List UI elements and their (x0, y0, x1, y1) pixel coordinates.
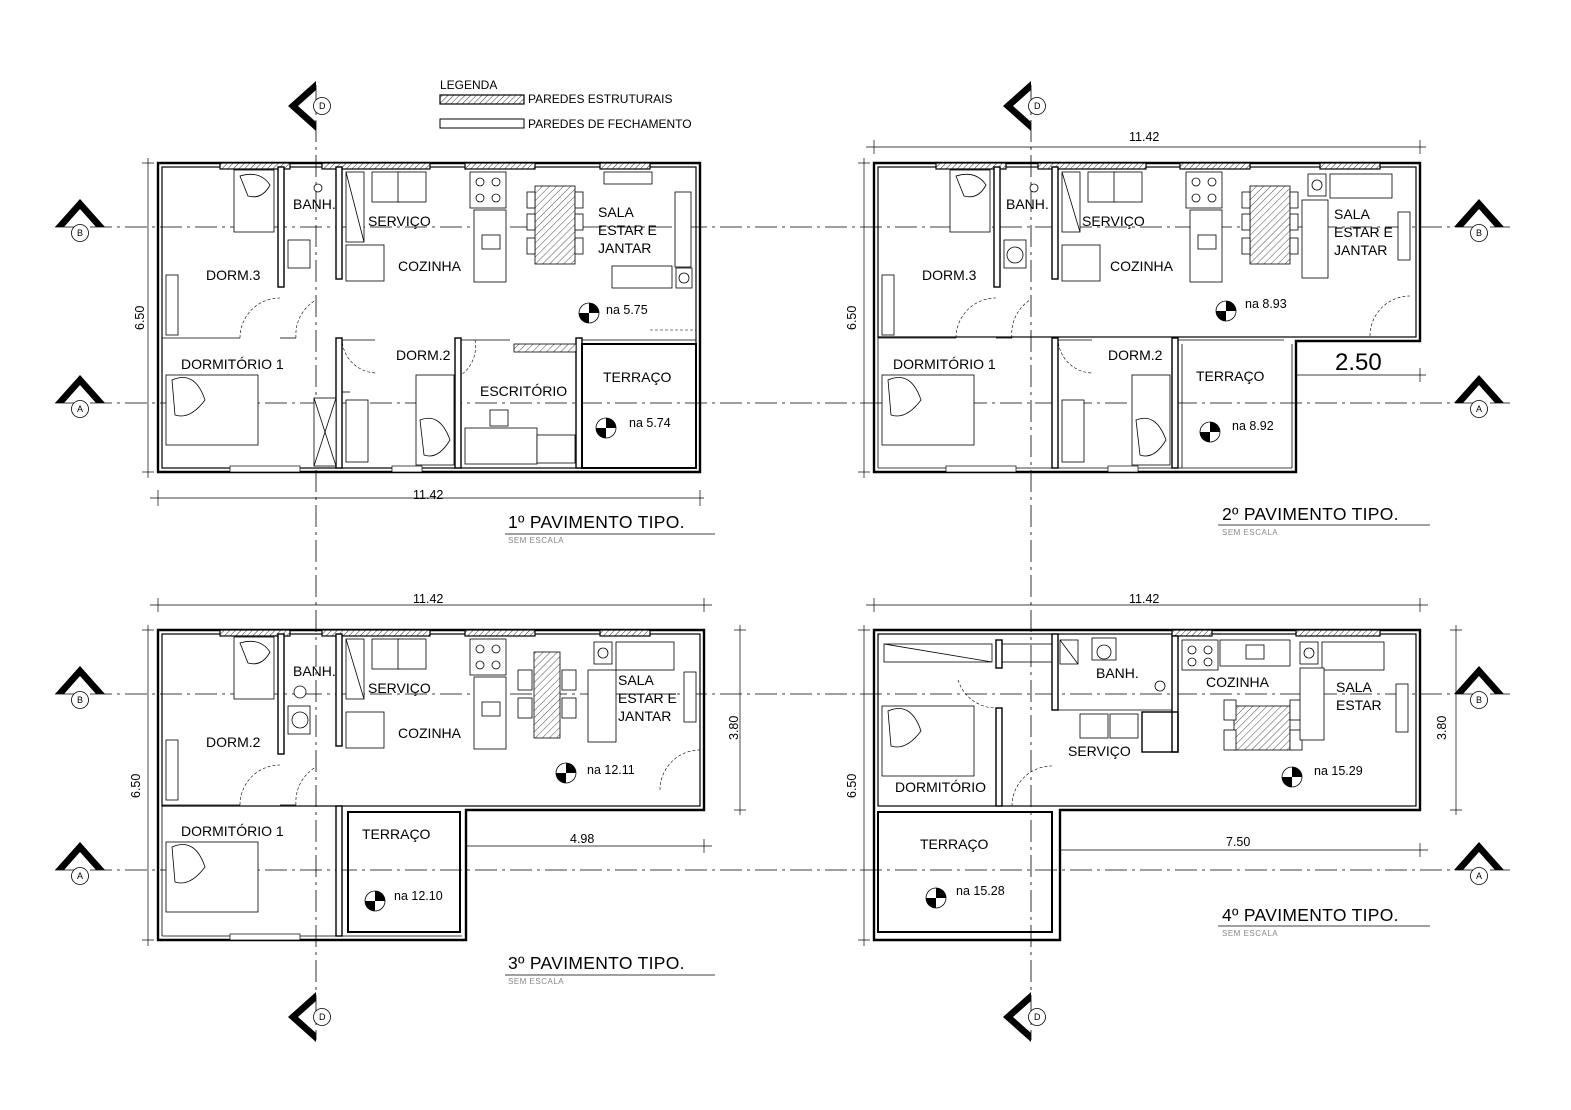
room-sala-line3: JANTAR (618, 708, 671, 724)
axis-d-label: D (319, 101, 326, 111)
axis-markers: B A B A B A B A D D D D (55, 81, 1504, 1042)
room-terraco: TERRAÇO (920, 836, 989, 852)
level-mark-sala (1215, 300, 1237, 322)
dim-width: 11.42 (1129, 592, 1159, 606)
room-dorm3: DORM.3 (206, 267, 261, 283)
level-terraco: na 15.28 (956, 884, 1005, 898)
plan-scale: SEM ESCALA (508, 536, 564, 545)
legend-closing-swatch (439, 118, 525, 129)
level-mark-sala (578, 302, 600, 324)
room-banh: BANH. (293, 663, 336, 679)
room-dormitorio: DORMITÓRIO (895, 779, 986, 795)
plan-scale: SEM ESCALA (508, 977, 564, 986)
axis-a-label: A (77, 871, 83, 881)
room-sala-line2: ESTAR (1336, 697, 1382, 713)
plan-scale: SEM ESCALA (1222, 929, 1278, 938)
dim-side: 3.80 (727, 716, 741, 740)
level-mark-terraco (1199, 421, 1221, 443)
level-mark-sala (555, 762, 577, 784)
room-dorm2: DORM.2 (1108, 347, 1163, 363)
level-mark-terraco (925, 887, 947, 909)
room-cozinha: COZINHA (1110, 258, 1174, 274)
plan-title: 2º PAVIMENTO TIPO. (1222, 504, 1399, 524)
dim-height: 6.50 (129, 774, 143, 798)
axis-d-label: D (1034, 1012, 1041, 1022)
dim-offset: 7.50 (1226, 835, 1250, 849)
dim-width: 11.42 (413, 592, 443, 606)
room-escritorio: ESCRITÓRIO (480, 383, 567, 399)
axis-d-label: D (319, 1012, 326, 1022)
level-terraco: na 12.10 (394, 889, 443, 903)
plan-2: DORM.3 BANH. SERVIÇO COZINHA SALA ESTAR … (845, 130, 1430, 537)
room-cozinha: COZINHA (1206, 674, 1270, 690)
room-dorm2: DORM.2 (396, 347, 451, 363)
axis-a-label: A (77, 404, 83, 414)
room-cozinha: COZINHA (398, 258, 462, 274)
room-cozinha: COZINHA (398, 725, 462, 741)
level-mark-terraco (595, 417, 617, 439)
axis-a-label: A (1476, 871, 1482, 881)
level-mark-terraco (364, 890, 386, 912)
room-sala-line1: SALA (598, 204, 634, 220)
plan-title: 3º PAVIMENTO TIPO. (508, 953, 685, 973)
room-servico: SERVIÇO (368, 680, 431, 696)
legend-structural-swatch (439, 94, 525, 105)
room-dormitorio1: DORMITÓRIO 1 (893, 356, 996, 372)
room-dorm2: DORM.2 (206, 734, 261, 750)
dim-width: 11.42 (413, 488, 443, 502)
room-terraco: TERRAÇO (362, 826, 431, 842)
plan-4: BANH. COZINHA SALA ESTAR DORMITÓRIO SERV… (845, 592, 1462, 946)
plan-1: DORM.3 BANH. SERVIÇO COZINHA SALA ESTAR … (133, 158, 715, 545)
room-sala-line2: ESTAR E (1334, 224, 1393, 240)
dim-offset: 4.98 (570, 832, 594, 846)
room-dormitorio1: DORMITÓRIO 1 (181, 823, 284, 839)
room-sala-line1: SALA (618, 672, 654, 688)
axis-b-label: B (1476, 228, 1482, 238)
level-terraco: na 5.74 (629, 416, 671, 430)
room-sala-line1: SALA (1334, 206, 1370, 222)
level-terraco: na 8.92 (1232, 419, 1274, 433)
plan-title: 1º PAVIMENTO TIPO. (508, 512, 685, 532)
axis-b-label: B (77, 228, 83, 238)
plan-3: DORM.2 BANH. SERVIÇO COZINHA SALA ESTAR … (129, 592, 746, 986)
level-sala: na 12.11 (587, 763, 635, 777)
axis-lines (55, 85, 1510, 1040)
plan-scale: SEM ESCALA (1222, 528, 1278, 537)
room-servico: SERVIÇO (1068, 743, 1131, 759)
legend-title: LEGENDA (440, 78, 497, 92)
room-sala-line3: JANTAR (598, 240, 651, 256)
level-sala: na 5.75 (606, 303, 648, 317)
axis-b-label: B (1476, 695, 1482, 705)
level-mark-sala (1281, 766, 1303, 788)
room-sala-line2: ESTAR E (618, 690, 677, 706)
room-banh: BANH. (293, 196, 336, 212)
room-sala-line2: ESTAR E (598, 222, 657, 238)
dim-height: 6.50 (133, 306, 147, 330)
room-banh: BANH. (1096, 665, 1139, 681)
dim-side: 3.80 (1435, 716, 1449, 740)
level-sala: na 15.29 (1314, 764, 1363, 778)
legend: LEGENDA PAREDES ESTRUTURAIS PAREDES DE F… (439, 78, 692, 131)
room-terraco: TERRAÇO (603, 369, 672, 385)
dim-offset: 2.50 (1335, 349, 1382, 376)
room-sala-line1: SALA (1336, 679, 1372, 695)
room-dorm3: DORM.3 (922, 267, 977, 283)
room-servico: SERVIÇO (368, 213, 431, 229)
legend-closing-label: PAREDES DE FECHAMENTO (528, 117, 692, 131)
legend-structural-label: PAREDES ESTRUTURAIS (528, 92, 672, 106)
room-terraco: TERRAÇO (1196, 368, 1265, 384)
room-sala-line3: JANTAR (1334, 242, 1387, 258)
room-servico: SERVIÇO (1082, 213, 1145, 229)
room-banh: BANH. (1006, 196, 1049, 212)
dim-width: 11.42 (1129, 130, 1159, 144)
dim-height: 6.50 (845, 306, 859, 330)
dim-height: 6.50 (845, 774, 859, 798)
plan-title: 4º PAVIMENTO TIPO. (1222, 905, 1399, 925)
axis-d-label: D (1034, 101, 1041, 111)
axis-b-label: B (77, 695, 83, 705)
level-sala: na 8.93 (1245, 297, 1287, 311)
axis-a-label: A (1476, 404, 1482, 414)
room-dormitorio1: DORMITÓRIO 1 (181, 356, 284, 372)
